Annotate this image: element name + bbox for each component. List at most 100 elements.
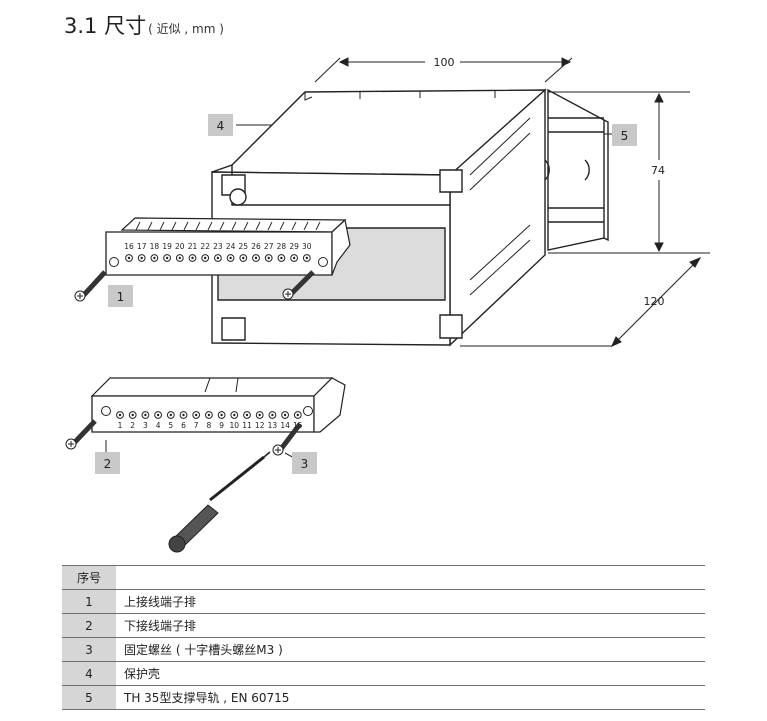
svg-text:1: 1 (117, 290, 125, 304)
callout-1: 1 (108, 285, 133, 307)
terminal-screw-center (131, 413, 134, 417)
terminal-number: 25 (239, 242, 249, 251)
dimension-drawing: 100 74 120 1 2 3 4 5 1617181920212223242… (65, 56, 710, 553)
legend-header-cell: 序号 (62, 565, 116, 590)
terminal-screw-center (242, 256, 245, 260)
terminal-number: 29 (289, 242, 299, 251)
terminal-screw-center (195, 413, 198, 417)
callout-5: 5 (612, 124, 637, 146)
housing (211, 88, 547, 347)
legend-row: 3 固定螺丝 ( 十字槽头螺丝M3 ) (62, 637, 705, 662)
screws (65, 270, 315, 456)
terminal-number: 27 (264, 242, 274, 251)
terminal-screw-center (207, 413, 211, 417)
title-subtitle: ( 近似 , mm ) (148, 22, 224, 36)
legend-row-number: 5 (62, 685, 116, 710)
terminal-screw-center (182, 413, 185, 417)
terminal-screw-center (258, 413, 261, 417)
terminal-number: 4 (156, 421, 161, 430)
terminal-number: 19 (162, 242, 172, 251)
terminal-number: 15 (293, 421, 303, 430)
legend-row-description: 上接线端子排 (116, 589, 705, 614)
svg-text:4: 4 (217, 119, 225, 133)
upper-terminal-block (105, 217, 351, 276)
terminal-number: 6 (181, 421, 186, 430)
terminal-number: 16 (124, 242, 134, 251)
legend-row: 1 上接线端子排 (62, 589, 705, 614)
screw-lower-right (272, 422, 302, 456)
legend-row-number: 1 (62, 589, 116, 614)
terminal-number: 3 (143, 421, 148, 430)
lower-terminal-block (90, 377, 346, 433)
terminal-screw-center (271, 413, 274, 417)
terminal-screw-center (165, 256, 169, 260)
dimension-width: 100 (434, 56, 455, 69)
legend-row: 5 TH 35型支撑导轨 , EN 60715 (62, 685, 705, 710)
dimension-depth: 120 (644, 295, 665, 308)
terminal-screw-center (178, 256, 181, 260)
screw-lower-left (65, 419, 97, 450)
legend-row: 4 保护壳 (62, 661, 705, 686)
callout-2: 2 (95, 452, 120, 474)
terminal-screw-center (127, 256, 131, 260)
terminal-screw-center (153, 256, 156, 260)
terminal-screw-center (144, 413, 147, 417)
dimension-height: 74 (651, 164, 665, 177)
terminal-number: 7 (194, 421, 199, 430)
terminal-screw-center (245, 413, 249, 417)
legend-row: 2 下接线端子排 (62, 613, 705, 638)
terminal-screw-center (169, 413, 172, 417)
terminal-number: 17 (137, 242, 147, 251)
terminal-number: 12 (255, 421, 265, 430)
legend-header-empty (116, 565, 705, 590)
title-text: 3.1 尺寸 (64, 14, 147, 38)
page-title: 3.1 尺寸( 近似 , mm ) (64, 10, 224, 40)
terminal-number: 30 (302, 242, 312, 251)
terminal-number: 14 (280, 421, 290, 430)
terminal-number: 28 (277, 242, 287, 251)
screw-upper-right (282, 270, 315, 300)
terminal-screw-center (267, 256, 270, 260)
callout-4: 4 (208, 114, 233, 136)
legend-header-row: 序号 (62, 565, 705, 590)
legend-row-description: 下接线端子排 (116, 613, 705, 638)
legend-row-description: 固定螺丝 ( 十字槽头螺丝M3 ) (116, 637, 705, 662)
terminal-number: 21 (188, 242, 198, 251)
terminal-screw-center (220, 413, 223, 417)
terminal-screw-center (233, 413, 236, 417)
terminal-screw-center (305, 256, 308, 260)
terminal-screw-center (296, 413, 299, 417)
legend-row-number: 4 (62, 661, 116, 686)
legend-row-description: 保护壳 (116, 661, 705, 686)
screw-upper-left (74, 270, 107, 302)
terminal-number: 2 (130, 421, 135, 430)
terminal-screw-center (292, 256, 296, 260)
terminal-screw-center (280, 256, 283, 260)
terminal-screw-center (204, 256, 207, 260)
legend-row-description: TH 35型支撑导轨 , EN 60715 (116, 685, 705, 710)
legend-table: 序号 1 上接线端子排 2 下接线端子排 3 固定螺丝 ( 十字槽头螺丝M3 )… (62, 565, 705, 710)
din-rail (544, 88, 609, 251)
terminal-number: 5 (168, 421, 173, 430)
svg-text:3: 3 (301, 457, 309, 471)
terminal-number: 23 (213, 242, 223, 251)
dimension-lines (105, 57, 710, 462)
terminal-number: 26 (251, 242, 261, 251)
terminal-number: 10 (230, 421, 240, 430)
terminal-screw-center (118, 413, 122, 417)
terminal-screw-center (140, 256, 143, 260)
terminal-number: 22 (200, 242, 210, 251)
screwdriver-icon (168, 451, 271, 553)
terminal-screw-center (156, 413, 160, 417)
terminal-number: 13 (268, 421, 278, 430)
terminal-screw-center (216, 256, 220, 260)
terminal-screw-center (254, 256, 258, 260)
terminal-number: 20 (175, 242, 185, 251)
callout-3: 3 (292, 452, 317, 474)
terminal-number: 18 (150, 242, 160, 251)
legend-row-number: 2 (62, 613, 116, 638)
terminal-number: 1 (118, 421, 123, 430)
svg-text:5: 5 (621, 129, 629, 143)
